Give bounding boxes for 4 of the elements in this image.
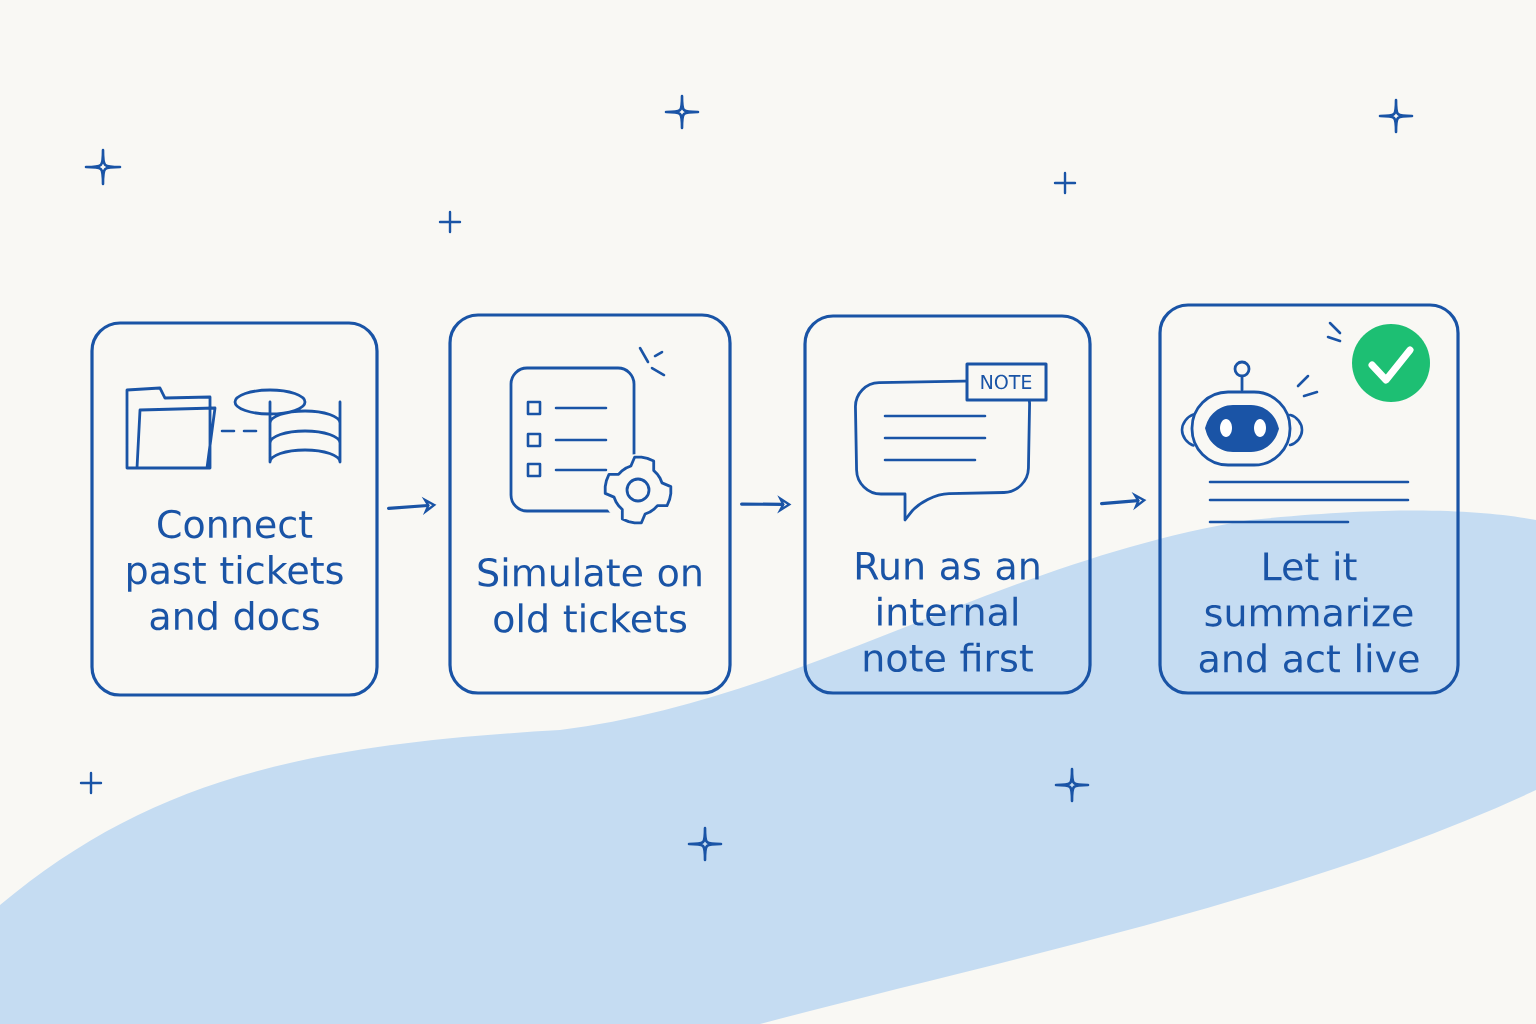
note-tag-label: NOTE bbox=[981, 374, 1032, 390]
step-card: Let it summarize and act live bbox=[1158, 303, 1460, 695]
step-card: Simulate on old tickets bbox=[448, 313, 732, 695]
step-card: Connect past tickets and docs bbox=[90, 321, 379, 697]
